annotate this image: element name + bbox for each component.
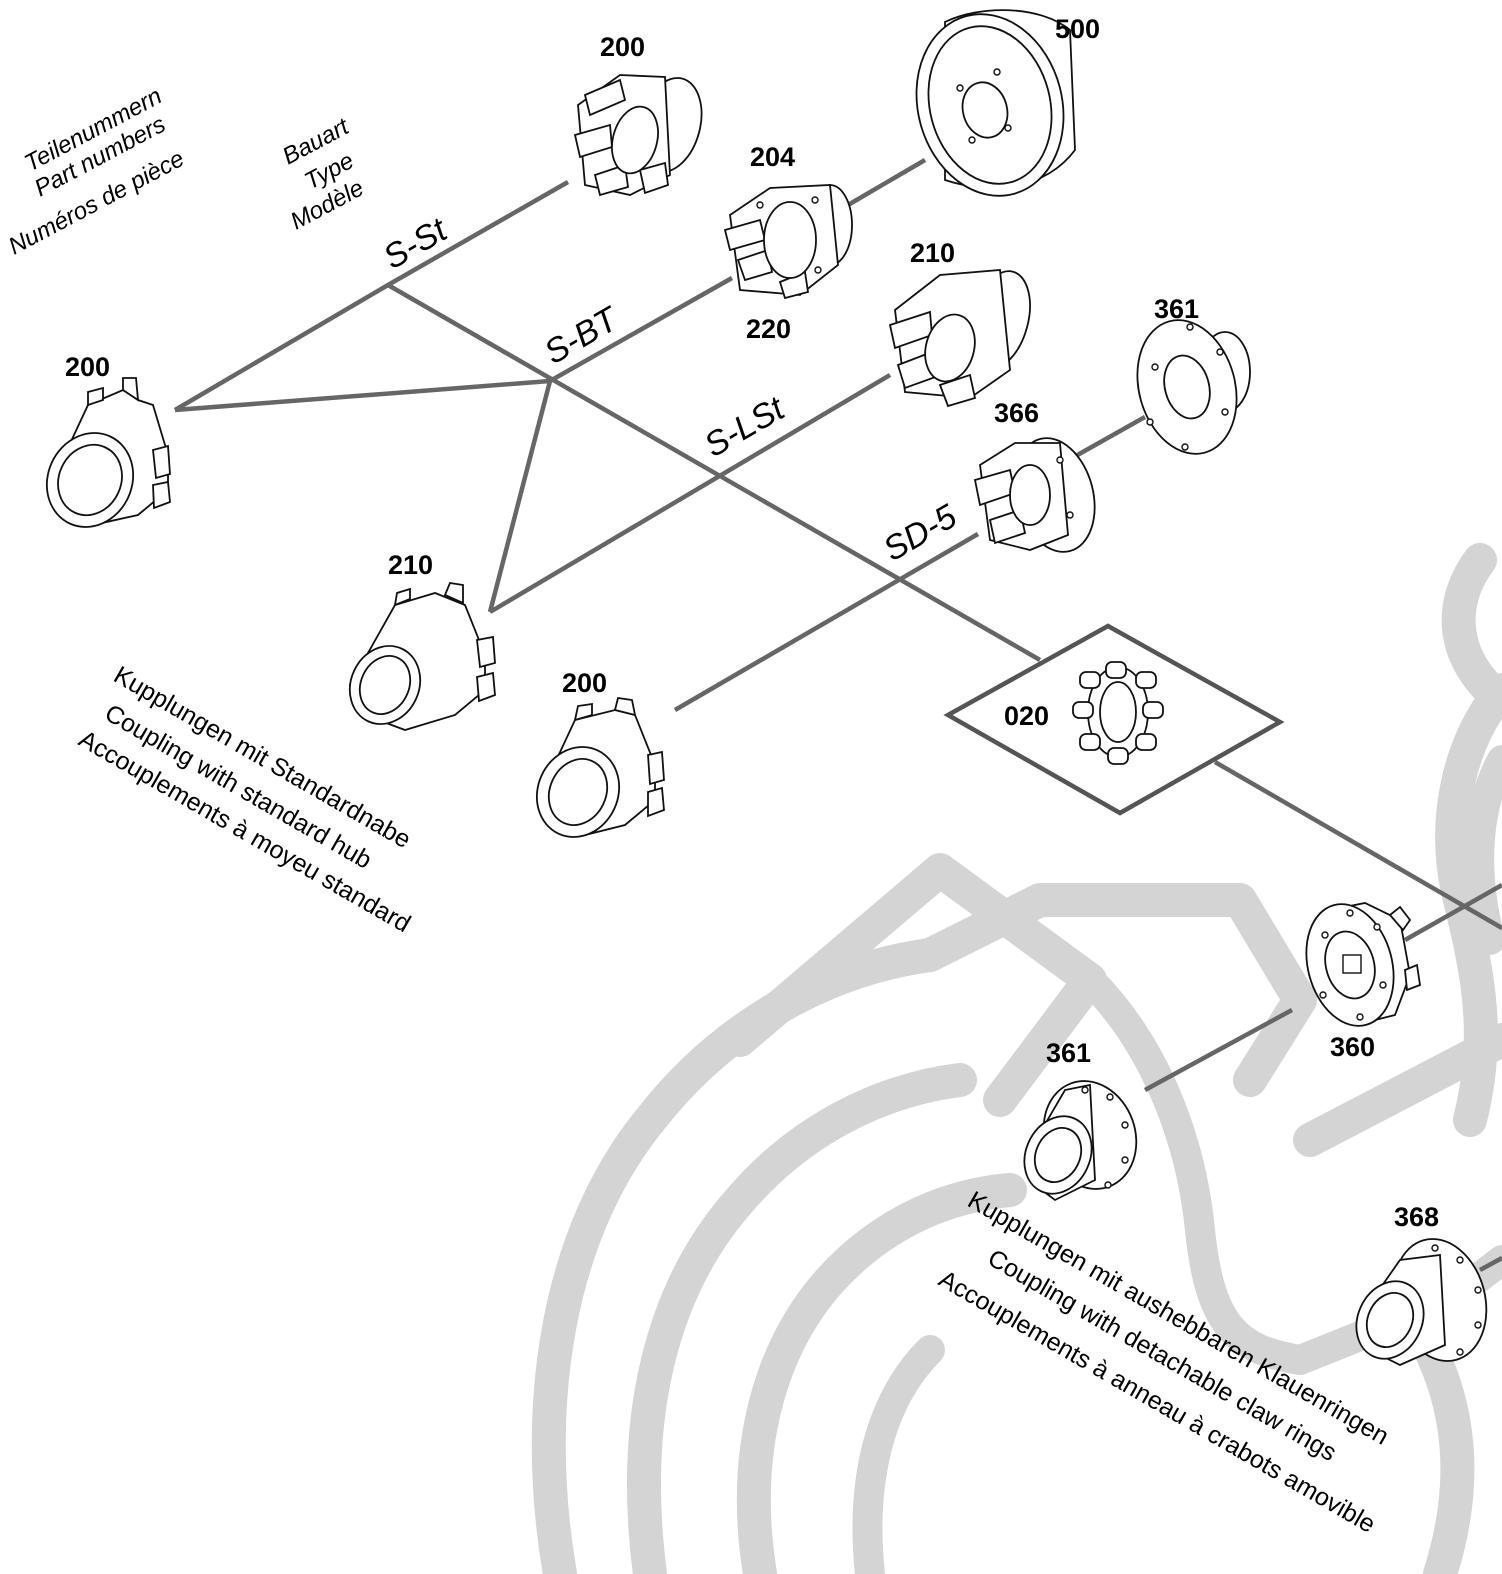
line-main-diagonal-upper <box>386 283 1042 662</box>
line-s-st <box>173 180 570 412</box>
type-label-sd-5: SD-5 <box>877 497 963 569</box>
line-368-right <box>1478 1256 1502 1272</box>
brake-drum-500 <box>915 9 1076 197</box>
hub-200-top <box>573 74 703 197</box>
hub-200-left <box>45 377 171 528</box>
part-number-366: 366 <box>994 398 1039 428</box>
part-number-204: 204 <box>750 142 795 172</box>
line-s-bt <box>548 276 734 383</box>
hub-210-right <box>888 269 1031 408</box>
line-204-to-500 <box>846 158 927 207</box>
flange-hub-368 <box>1355 1238 1488 1366</box>
part-number-200-left: 200 <box>65 352 110 382</box>
part-number-368: 368 <box>1394 1202 1439 1232</box>
part-number-210-right: 210 <box>910 238 955 268</box>
line-sd-5 <box>673 532 980 712</box>
line-s-lst <box>488 373 892 614</box>
part-number-020: 020 <box>1004 701 1049 731</box>
hub-200-bottom <box>535 696 665 838</box>
part-number-361-top: 361 <box>1154 294 1199 324</box>
connection-lines <box>173 158 1502 1272</box>
line-360-right <box>1403 883 1502 942</box>
claw-ring-366 <box>973 437 1096 553</box>
part-number-360: 360 <box>1330 1032 1375 1062</box>
flange-hub-361-bottom <box>1023 1080 1138 1202</box>
line-main-diagonal-lower <box>1213 760 1502 930</box>
line-junction-to-210 <box>487 380 553 613</box>
part-number-361-bottom: 361 <box>1046 1038 1091 1068</box>
line-361-to-360 <box>1143 1008 1294 1092</box>
part-number-220: 220 <box>746 314 791 344</box>
elastomer-020 <box>1072 661 1164 765</box>
hub-204 <box>723 184 853 300</box>
part-number-200-bottom: 200 <box>562 668 607 698</box>
line-366-to-361 <box>1063 415 1147 464</box>
watermark-coupling <box>531 543 1502 1574</box>
line-hub-to-junction <box>174 378 551 413</box>
elastomer-frame <box>943 623 1285 816</box>
part-number-500: 500 <box>1055 14 1100 44</box>
flange-361-top <box>1136 319 1251 455</box>
part-number-210-left: 210 <box>388 550 433 580</box>
claw-ring-360 <box>1305 902 1421 1027</box>
type-label-s-lst: S-LSt <box>698 389 792 465</box>
part-number-200-top: 200 <box>600 32 645 62</box>
hub-210-left <box>348 582 496 731</box>
